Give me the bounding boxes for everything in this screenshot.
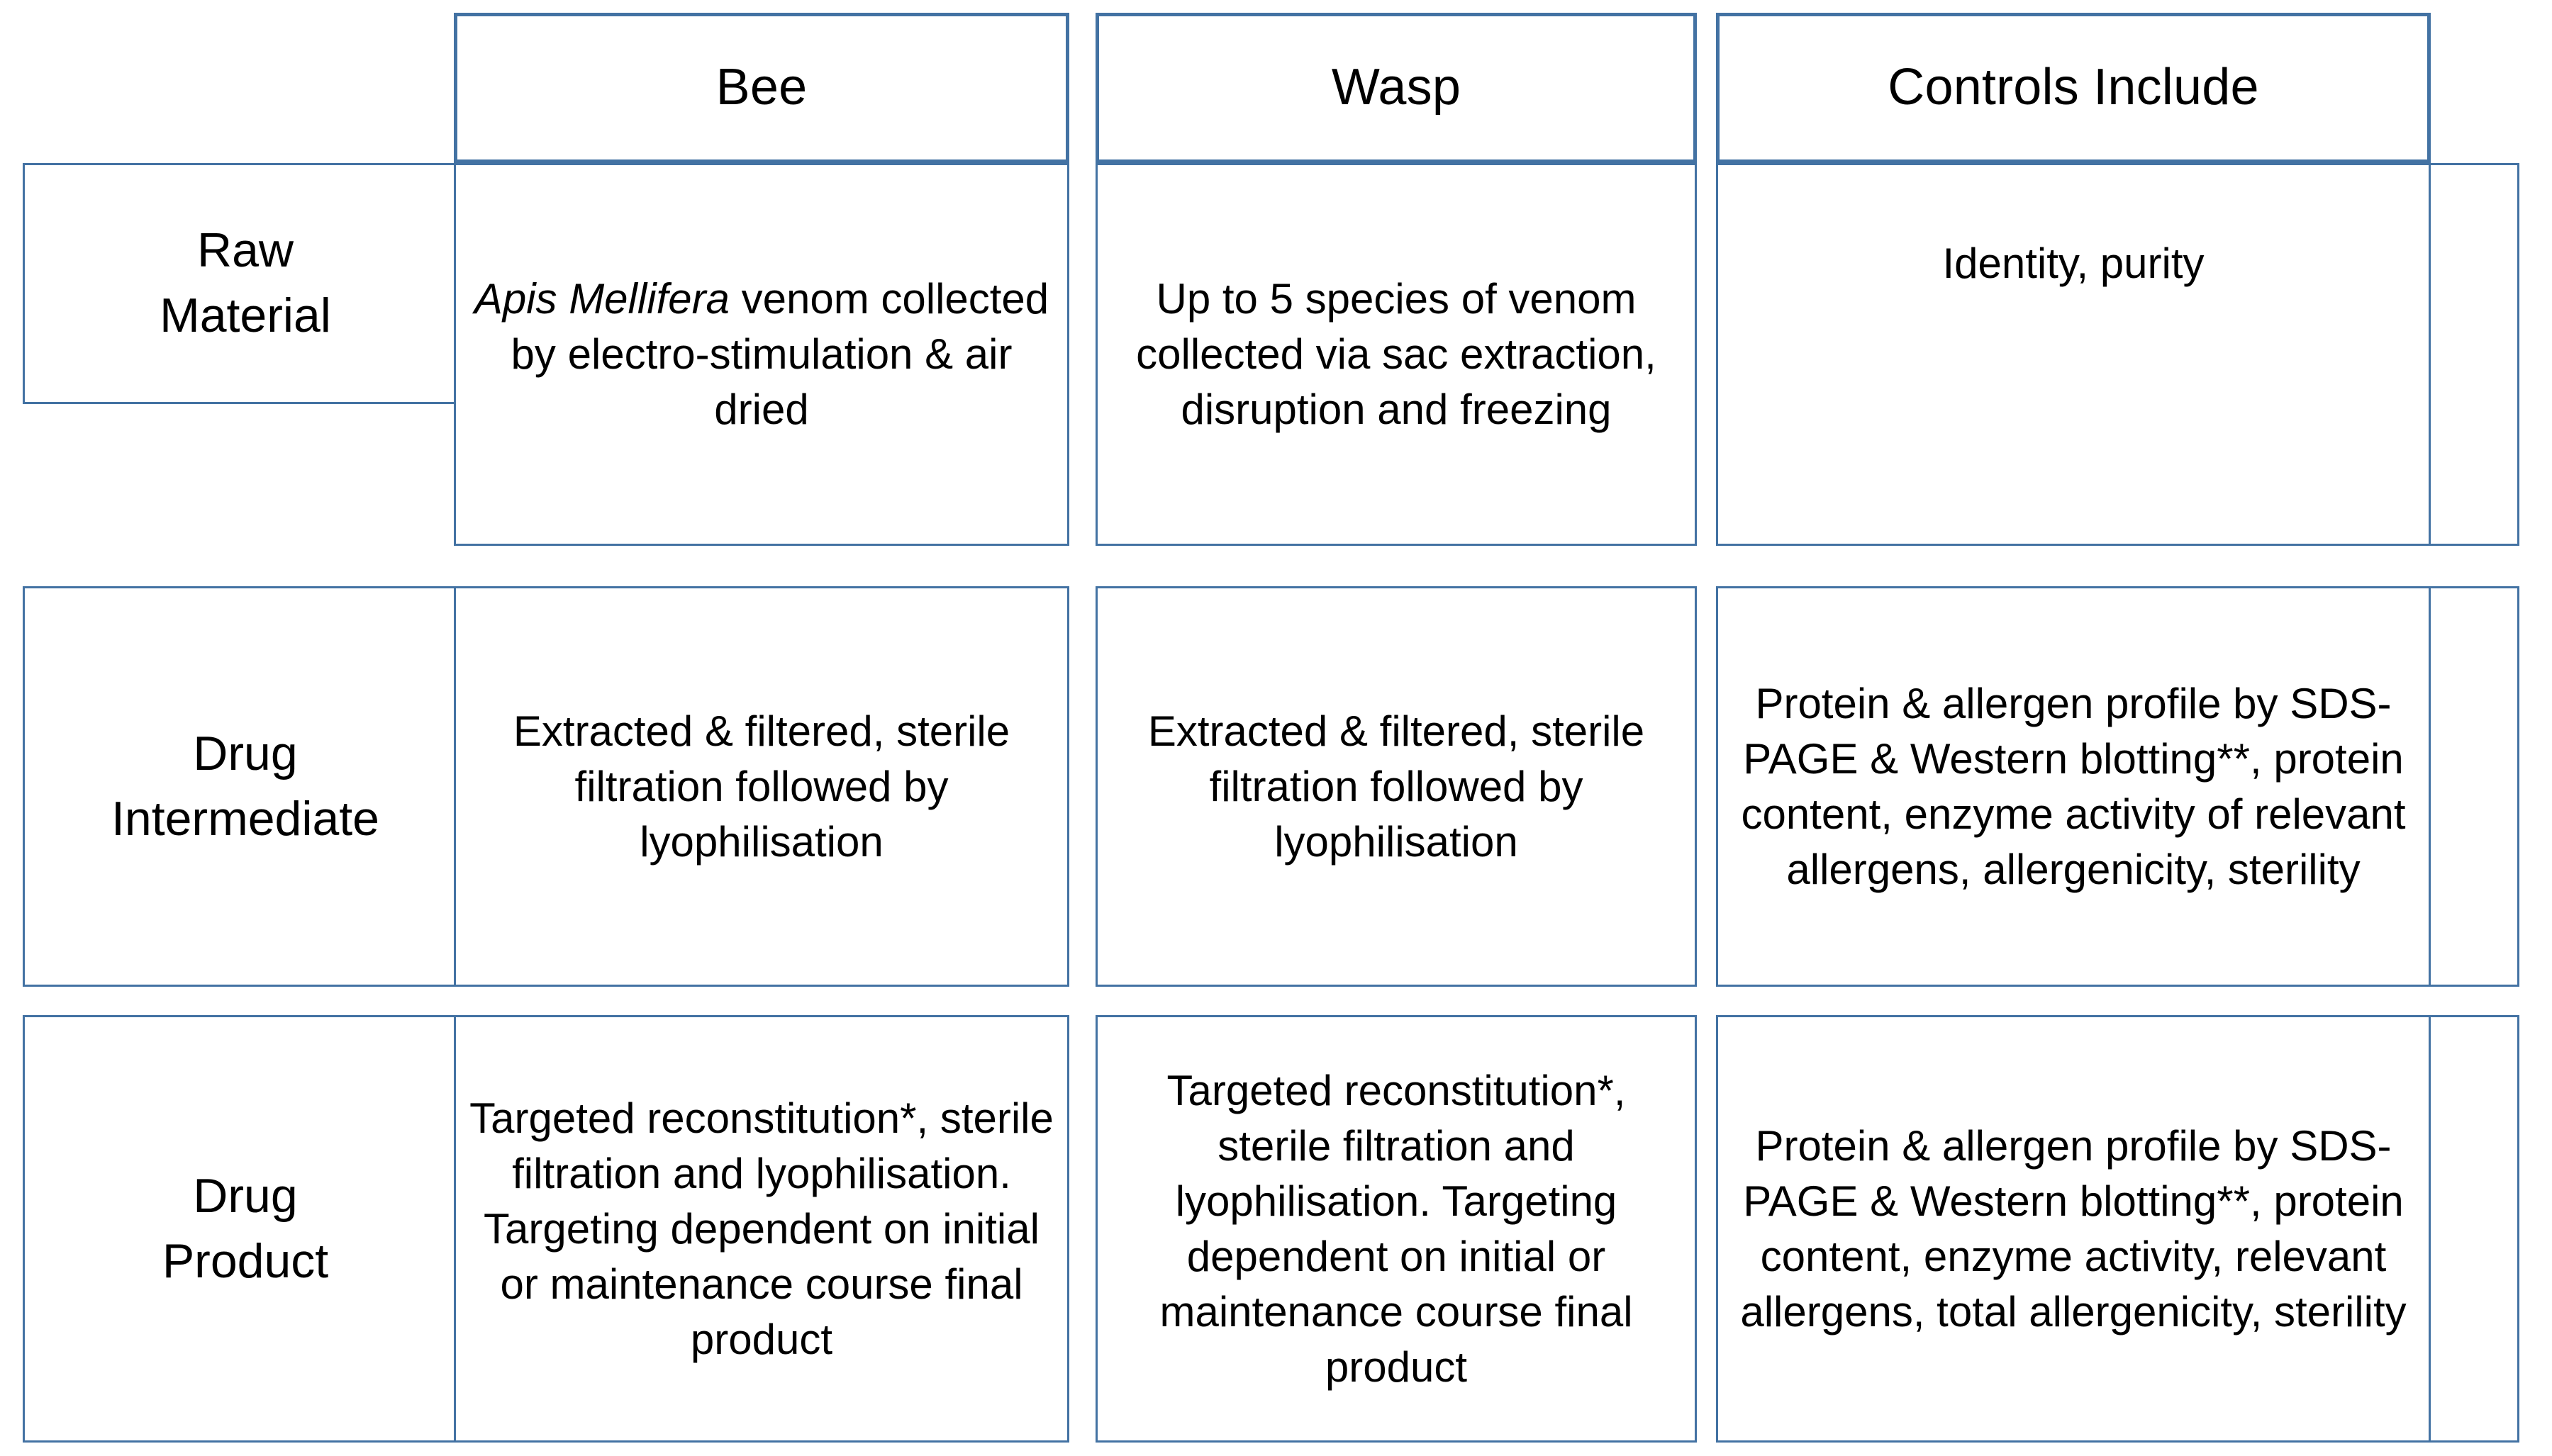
column-header-bee: Bee — [454, 13, 1069, 163]
cell-raw-material-wasp: Up to 5 species of venom collected via s… — [1096, 163, 1697, 546]
cell-raw-material-bee-text: venom collected by electro-stimulation &… — [511, 275, 1049, 433]
cell-drug-product-bee-text: Targeted reconstitution*, sterile filtra… — [469, 1094, 1054, 1363]
cell-drug-product-controls: Protein & allergen profile by SDS-PAGE &… — [1716, 1015, 2431, 1443]
cell-drug-product-spacer — [2429, 1015, 2519, 1443]
column-header-wasp: Wasp — [1096, 13, 1697, 163]
column-header-bee-label: Bee — [715, 59, 808, 116]
cell-drug-intermediate-bee-text: Extracted & filtered, sterile filtration… — [513, 707, 1010, 866]
cell-drug-intermediate-controls-text: Protein & allergen profile by SDS-PAGE &… — [1741, 679, 2406, 893]
row-header-drug-intermediate: Drug Intermediate — [23, 586, 468, 987]
row-header-drug-intermediate-line1: Drug — [193, 726, 298, 780]
cell-drug-intermediate-controls: Protein & allergen profile by SDS-PAGE &… — [1716, 586, 2431, 987]
column-header-controls-label: Controls Include — [1888, 59, 2259, 116]
cell-raw-material-controls: Identity, purity — [1716, 163, 2431, 546]
cell-raw-material-wasp-text: Up to 5 species of venom collected via s… — [1136, 275, 1656, 433]
cell-drug-product-wasp: Targeted reconstitution*, sterile filtra… — [1096, 1015, 1697, 1443]
row-header-raw-material-line1: Raw — [196, 223, 294, 278]
column-header-controls: Controls Include — [1716, 13, 2431, 163]
cell-drug-product-wasp-text: Targeted reconstitution*, sterile filtra… — [1159, 1066, 1633, 1391]
cell-drug-intermediate-wasp-text: Extracted & filtered, sterile filtration… — [1147, 707, 1645, 866]
cell-drug-product-bee: Targeted reconstitution*, sterile filtra… — [454, 1015, 1069, 1443]
cell-raw-material-controls-text: Identity, purity — [1942, 240, 2205, 287]
row-header-drug-product-line2: Product — [162, 1233, 329, 1288]
cell-raw-material-bee-species: Apis Mellifera — [474, 275, 730, 323]
cell-drug-product-controls-text: Protein & allergen profile by SDS-PAGE &… — [1740, 1121, 2407, 1335]
cell-drug-intermediate-wasp: Extracted & filtered, sterile filtration… — [1096, 586, 1697, 987]
cell-drug-intermediate-bee: Extracted & filtered, sterile filtration… — [454, 586, 1069, 987]
row-header-drug-product-line1: Drug — [193, 1168, 298, 1223]
row-header-drug-product: Drug Product — [23, 1015, 468, 1443]
cell-drug-intermediate-spacer — [2429, 586, 2519, 987]
cell-raw-material-spacer — [2429, 163, 2519, 546]
row-header-raw-material-line2: Material — [160, 289, 331, 342]
row-header-drug-intermediate-line2: Intermediate — [111, 791, 379, 846]
column-header-wasp-label: Wasp — [1331, 59, 1461, 116]
row-header-raw-material: Raw Material — [23, 163, 468, 404]
cell-raw-material-bee: Apis Mellifera venom collected by electr… — [454, 163, 1069, 546]
